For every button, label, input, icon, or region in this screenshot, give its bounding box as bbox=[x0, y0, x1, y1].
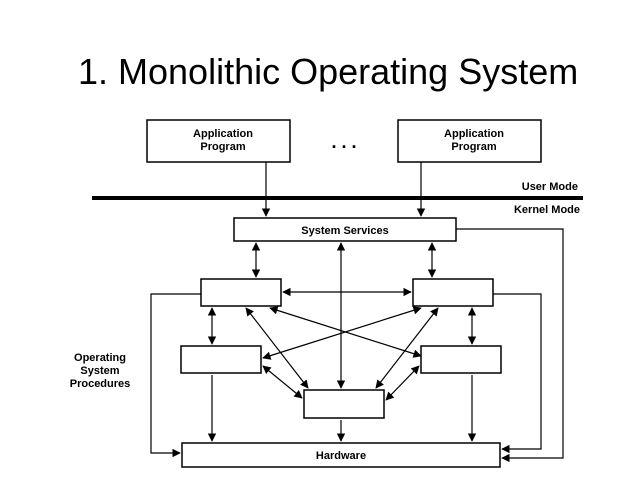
application-program-label-line2: Program bbox=[451, 141, 496, 153]
system-services-box: System Services bbox=[233, 217, 457, 242]
user-mode-label: User Mode bbox=[522, 181, 578, 193]
application-program-label-line1: Application bbox=[444, 128, 504, 140]
hardware-label: Hardware bbox=[316, 450, 366, 462]
application-program-box-right: Application Program bbox=[397, 119, 542, 163]
procedure-box-bottom-center bbox=[303, 389, 385, 419]
slide-title: 1. Monolithic Operating System bbox=[78, 51, 579, 92]
procedure-box-mid-left bbox=[180, 345, 262, 374]
os-procedures-line1: Operating bbox=[74, 352, 126, 364]
procedure-box-top-left bbox=[200, 278, 282, 307]
procedure-box-top-right bbox=[412, 278, 494, 307]
hardware-box: Hardware bbox=[181, 442, 501, 468]
os-procedures-line2: System bbox=[80, 365, 119, 377]
os-procedures-label: Operating System Procedures bbox=[70, 352, 131, 390]
system-services-label: System Services bbox=[301, 225, 388, 237]
kernel-mode-label: Kernel Mode bbox=[514, 204, 580, 216]
application-program-box-left: Application Program bbox=[146, 119, 291, 163]
os-procedures-line3: Procedures bbox=[70, 378, 131, 390]
ellipsis: . . . bbox=[331, 132, 356, 152]
connector-arrows bbox=[150, 228, 564, 463]
application-program-label-line1: Application bbox=[193, 128, 253, 140]
procedure-box-mid-right bbox=[420, 345, 502, 374]
application-program-label-line2: Program bbox=[200, 141, 245, 153]
